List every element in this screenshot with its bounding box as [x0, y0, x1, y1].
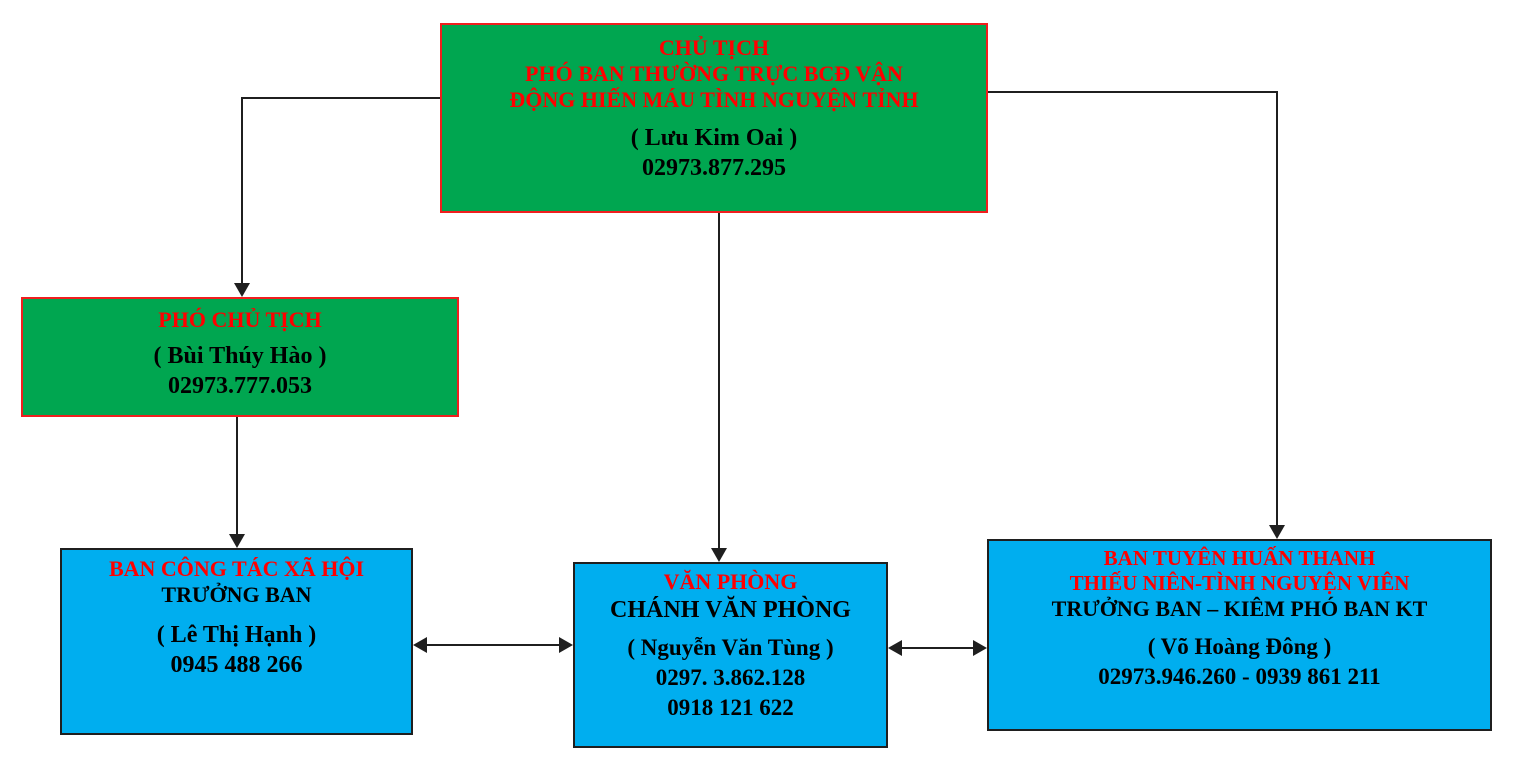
- arrowhead-into-youth-left: [973, 640, 987, 656]
- node-youth-board: BAN TUYÊN HUẤN THANH THIẾU NIÊN-TÌNH NGU…: [987, 539, 1492, 731]
- chairman-title-line2: PHÓ BAN THƯỜNG TRỰC BCĐ VẬN: [525, 61, 903, 86]
- office-phone-2: 0918 121 622: [667, 695, 794, 720]
- arrowhead-into-vice-chairman: [234, 283, 250, 297]
- vice-chairman-name: ( Bùi Thúy Hào ): [153, 343, 327, 369]
- chairman-name: ( Lưu Kim Oai ): [630, 125, 798, 151]
- office-phone-1: 0297. 3.862.128: [655, 665, 806, 690]
- chairman-phone: 02973.877.295: [642, 155, 786, 181]
- arrowhead-into-social-work: [229, 534, 245, 548]
- connector-chairman-to-vice-vertical: [241, 97, 243, 283]
- social-work-role: TRƯỞNG BAN: [161, 582, 312, 607]
- arrowhead-into-office-left: [559, 637, 573, 653]
- arrowhead-into-office-right: [888, 640, 902, 656]
- office-title: VĂN PHÒNG: [663, 569, 798, 594]
- youth-board-name: ( Võ Hoàng Đông ): [1147, 634, 1332, 659]
- social-work-phone: 0945 488 266: [170, 652, 303, 678]
- youth-board-phone: 02973.946.260 - 0939 861 211: [1098, 664, 1381, 689]
- connector-chairman-to-youth-horizontal: [988, 91, 1278, 93]
- vice-chairman-phone: 02973.777.053: [168, 373, 312, 399]
- vice-chairman-title: PHÓ CHỦ TỊCH: [158, 307, 322, 332]
- node-office: VĂN PHÒNG CHÁNH VĂN PHÒNG ( Nguyễn Văn T…: [573, 562, 888, 748]
- social-work-title: BAN CÔNG TÁC XÃ HỘI: [108, 556, 365, 581]
- node-vice-chairman: PHÓ CHỦ TỊCH ( Bùi Thúy Hào ) 02973.777.…: [21, 297, 459, 417]
- connector-chairman-to-office: [718, 213, 720, 548]
- chairman-title-line3: ĐỘNG HIẾN MÁU TÌNH NGUYỆN TỈNH: [509, 87, 919, 112]
- connector-office-youth: [900, 647, 975, 649]
- social-work-name: ( Lê Thị Hạnh ): [156, 622, 317, 648]
- node-chairman: CHỦ TỊCH PHÓ BAN THƯỜNG TRỰC BCĐ VẬN ĐỘN…: [440, 23, 988, 213]
- node-social-work: BAN CÔNG TÁC XÃ HỘI TRƯỞNG BAN ( Lê Thị …: [60, 548, 413, 735]
- youth-board-title-line1: BAN TUYÊN HUẤN THANH: [1103, 546, 1376, 570]
- chairman-title-line1: CHỦ TỊCH: [658, 35, 770, 60]
- arrowhead-into-office: [711, 548, 727, 562]
- office-role: CHÁNH VĂN PHÒNG: [610, 597, 851, 623]
- connector-chairman-to-youth-vertical: [1276, 91, 1278, 525]
- arrowhead-into-social-right: [413, 637, 427, 653]
- office-name: ( Nguyễn Văn Tùng ): [627, 635, 834, 660]
- arrowhead-into-youth: [1269, 525, 1285, 539]
- connector-social-office: [425, 644, 561, 646]
- youth-board-role: TRƯỞNG BAN – KIÊM PHÓ BAN KT: [1051, 596, 1428, 621]
- youth-board-title-line2: THIẾU NIÊN-TÌNH NGUYỆN VIÊN: [1069, 571, 1410, 595]
- connector-vice-to-social: [236, 417, 238, 534]
- connector-chairman-to-vice-horizontal: [242, 97, 440, 99]
